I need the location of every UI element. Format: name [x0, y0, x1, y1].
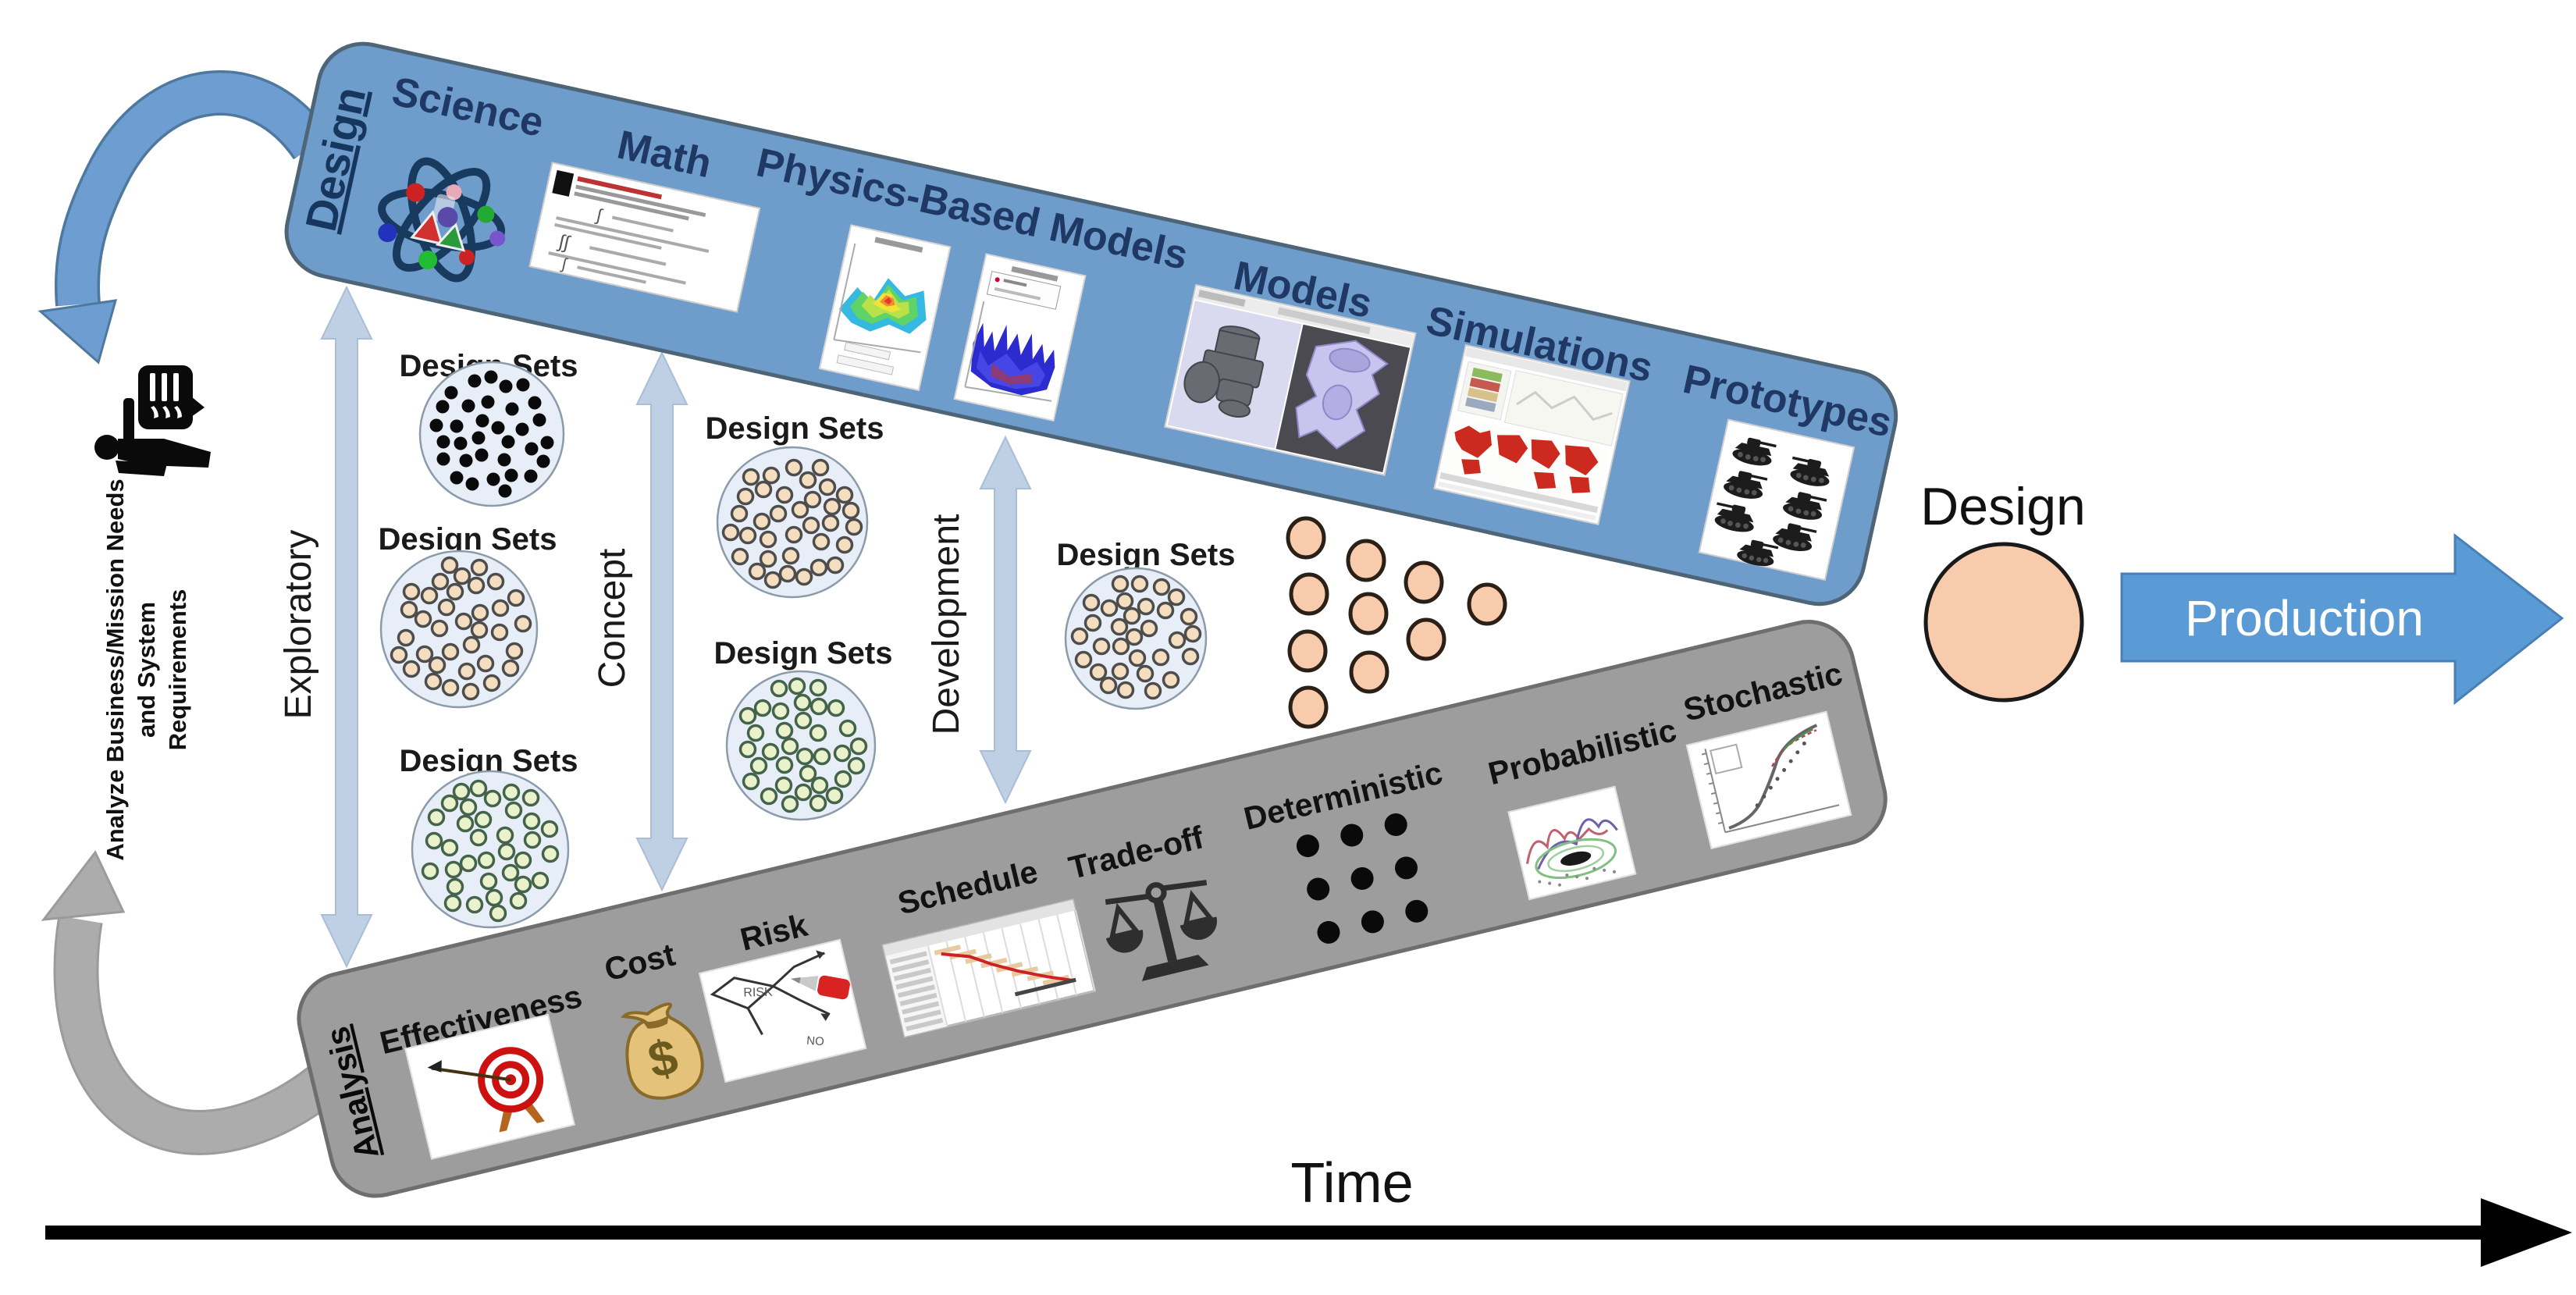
- svg-text:NO: NO: [806, 1034, 825, 1049]
- svg-text:Concept: Concept: [592, 549, 633, 688]
- svg-text:Time: Time: [1290, 1152, 1413, 1215]
- svg-text:Production: Production: [2185, 590, 2424, 646]
- svg-text:Exploratory: Exploratory: [278, 530, 319, 720]
- svg-text:Design Sets: Design Sets: [1057, 538, 1236, 572]
- svg-text:RISK: RISK: [743, 986, 773, 1000]
- svg-text:Analyze Business/Mission Needs: Analyze Business/Mission Needs: [101, 479, 129, 860]
- svg-text:and System: and System: [133, 602, 160, 738]
- svg-text:Design Sets: Design Sets: [706, 411, 884, 446]
- svg-text:Requirements: Requirements: [164, 589, 191, 751]
- svg-text:Design Sets: Design Sets: [714, 636, 893, 671]
- svg-text:Design: Design: [1920, 477, 2086, 536]
- svg-text:Development: Development: [926, 514, 967, 735]
